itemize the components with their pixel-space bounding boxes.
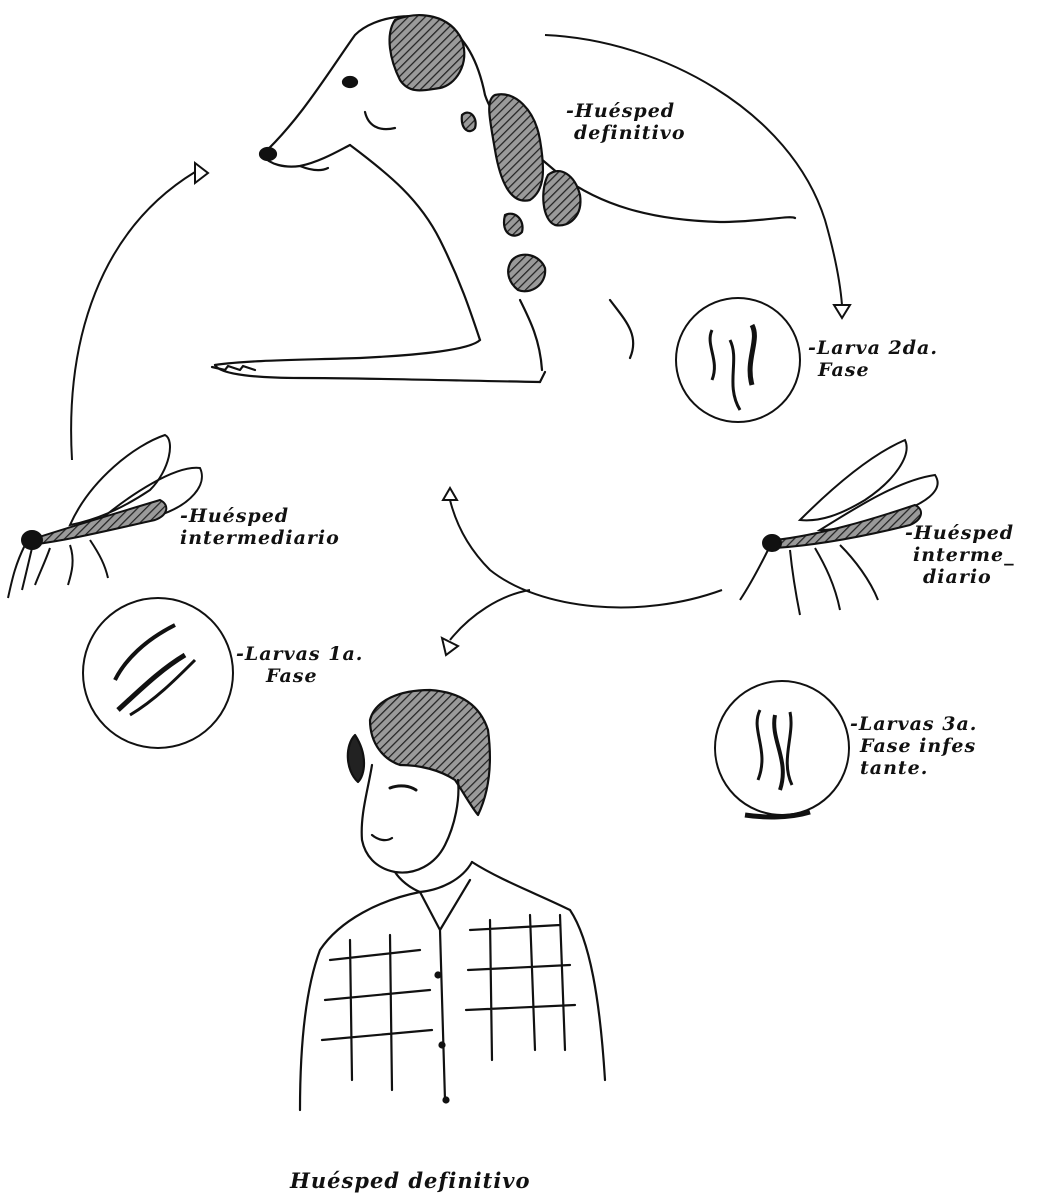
label-larva-1-line1: -Larvas 1a. xyxy=(236,643,363,665)
dog-neck-front xyxy=(350,145,480,340)
dog-back xyxy=(610,300,633,358)
mosquito-right-head xyxy=(763,535,781,551)
dog-ear-patch xyxy=(390,15,465,90)
label-dog-host-line2: definitivo xyxy=(574,122,686,144)
label-larva-2: -Larva 2da. Fase xyxy=(808,337,938,381)
dog-illustration xyxy=(212,15,795,382)
dog-spot-3 xyxy=(543,171,580,225)
dog-spot-5 xyxy=(508,255,545,292)
label-larva-1-line2: Fase xyxy=(266,665,363,687)
larva-1-circle xyxy=(83,598,233,748)
label-larva-3: -Larvas 3a. Fase infes tante. xyxy=(850,713,977,779)
dog-belly xyxy=(520,300,542,370)
label-mosquito-left-line2: intermediario xyxy=(180,527,340,549)
arrow-mosquito-right-curve xyxy=(450,500,722,607)
mosquito-left xyxy=(8,435,202,598)
label-larva-3-line3: tante. xyxy=(860,757,977,779)
label-mosquito-right-line1: -Huésped xyxy=(905,522,1015,544)
arrow-to-human xyxy=(450,590,530,640)
label-mosquito-left: -Huésped intermediario xyxy=(180,505,340,549)
mosquito-right-wing xyxy=(800,440,907,520)
label-mosquito-right-line3: diario xyxy=(923,566,1015,588)
mosquito-right-body xyxy=(775,505,921,548)
dog-spot-1 xyxy=(489,94,543,200)
dog-spot-4 xyxy=(504,214,523,236)
dog-mouth xyxy=(365,112,395,129)
arrow-head-down xyxy=(834,305,850,318)
arrow-dog-to-larva2 xyxy=(545,35,842,305)
human-plaid xyxy=(322,915,575,1090)
human-illustration xyxy=(300,690,605,1110)
dog-nose xyxy=(260,148,276,160)
label-larva-1: -Larvas 1a. Fase xyxy=(236,643,363,687)
label-mosquito-right: -Huésped interme_ diario xyxy=(905,522,1015,588)
label-human-host: Huésped definitivo xyxy=(290,1170,531,1192)
human-neck xyxy=(395,862,472,892)
dog-leg-line xyxy=(540,372,545,382)
dog-eye xyxy=(343,77,357,87)
arrow-head-right xyxy=(195,163,208,183)
larva-3-circle xyxy=(715,681,849,817)
label-larva-3-line2: Fase infes xyxy=(860,735,977,757)
label-dog-host-line1: -Huésped xyxy=(566,100,686,122)
human-shirt-outline xyxy=(300,862,605,1110)
human-face xyxy=(362,765,459,873)
dog-front-leg xyxy=(215,365,540,382)
label-larva-2-line2: Fase xyxy=(818,359,938,381)
label-mosquito-right-line2: interme_ xyxy=(913,544,1015,566)
human-eye xyxy=(390,786,416,790)
dog-chest xyxy=(215,340,480,365)
label-larva-3-line1: -Larvas 3a. xyxy=(850,713,977,735)
arrow-mosquito-to-dog xyxy=(71,172,195,460)
dog-jaw xyxy=(300,166,328,170)
dog-paw xyxy=(212,366,255,370)
human-ear xyxy=(348,735,364,782)
label-larva-2-line1: -Larva 2da. xyxy=(808,337,938,359)
dog-spot-2 xyxy=(462,113,476,131)
mosquito-left-body xyxy=(30,500,166,545)
human-mouth xyxy=(372,835,392,840)
human-hair xyxy=(370,690,490,815)
arrow-head-up xyxy=(443,488,457,500)
larva-2-circle xyxy=(676,298,800,422)
arrow-head-human xyxy=(442,638,458,655)
label-mosquito-left-line1: -Huésped xyxy=(180,505,340,527)
label-dog-host: -Huésped definitivo xyxy=(566,100,686,144)
